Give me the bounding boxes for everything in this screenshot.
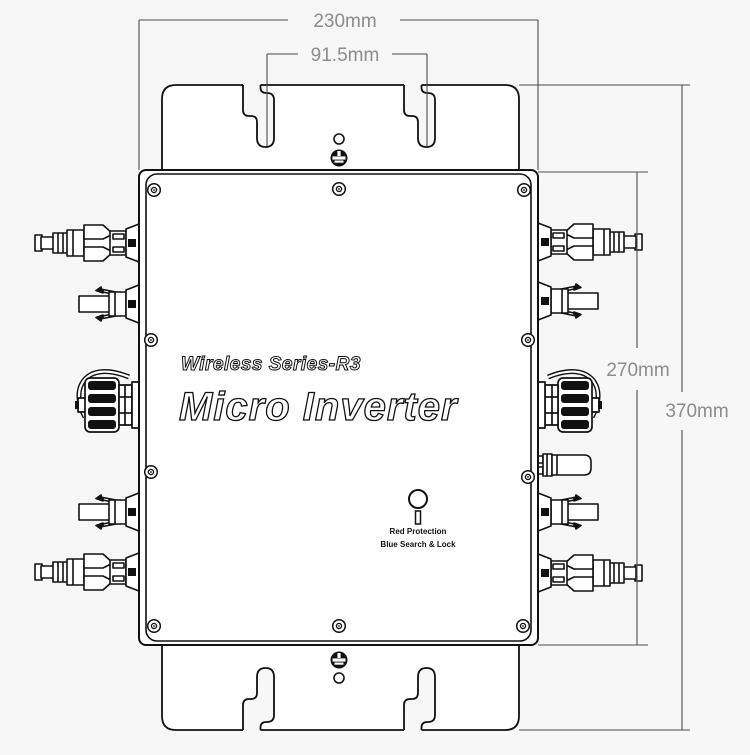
dimension-slot-spacing <box>266 53 428 146</box>
antenna-plug <box>537 453 592 477</box>
dimension-overall-height <box>519 84 690 731</box>
dimension-label-slot-spacing: 91.5mm <box>311 45 380 66</box>
face-plate <box>145 173 532 642</box>
dc-connector-male-right-1 <box>537 281 599 321</box>
bottom-bracket-hole <box>333 672 345 684</box>
dimension-overall-width <box>138 19 539 170</box>
inverter-body: Wireless Series-R3 Micro Inverter Red Pr… <box>138 169 539 646</box>
ac-connector-right <box>538 372 602 432</box>
top-bracket-hole <box>333 133 345 145</box>
dc-connector-female-right-1 <box>537 222 643 262</box>
dimension-label-body-height: 270mm <box>606 360 669 381</box>
ground-screw-icon-bottom <box>330 651 348 669</box>
top-mounting-bracket <box>161 84 520 172</box>
top-bracket-outline <box>161 84 520 172</box>
dimension-body-height <box>538 171 648 646</box>
dc-connector-female-right-2 <box>537 553 643 593</box>
ac-connector-left <box>75 372 139 432</box>
dc-connector-female-left-1 <box>34 223 140 263</box>
dimension-text-backing <box>658 396 738 422</box>
button-stem-icon <box>414 510 422 525</box>
dc-connector-male-left-1 <box>78 284 140 324</box>
bottom-mounting-bracket <box>161 643 520 731</box>
button-caption-line2: Blue Search & Lock <box>380 540 456 549</box>
product-name-label: Micro Inverter <box>179 385 459 429</box>
series-label: Wireless Series-R3 <box>181 354 361 375</box>
keyhole-slot-bottom-right <box>403 667 436 730</box>
dimension-label-overall-height: 370mm <box>665 401 728 422</box>
dc-connector-female-left-2 <box>34 552 140 592</box>
status-button: Red Protection Blue Search & Lock <box>380 489 456 549</box>
ground-screw-icon-top <box>330 149 348 167</box>
keyhole-slot-bottom-left <box>242 667 275 730</box>
dimension-label-overall-width: 230mm <box>313 11 376 32</box>
dimension-lines <box>138 19 690 731</box>
button-caption-line1: Red Protection <box>390 527 447 536</box>
left-connectors <box>34 223 140 592</box>
bottom-bracket-outline <box>161 643 520 731</box>
dc-connector-male-left-2 <box>78 492 140 532</box>
right-connectors <box>537 222 643 593</box>
button-icon <box>408 489 428 509</box>
dc-connector-male-right-2 <box>537 492 599 532</box>
